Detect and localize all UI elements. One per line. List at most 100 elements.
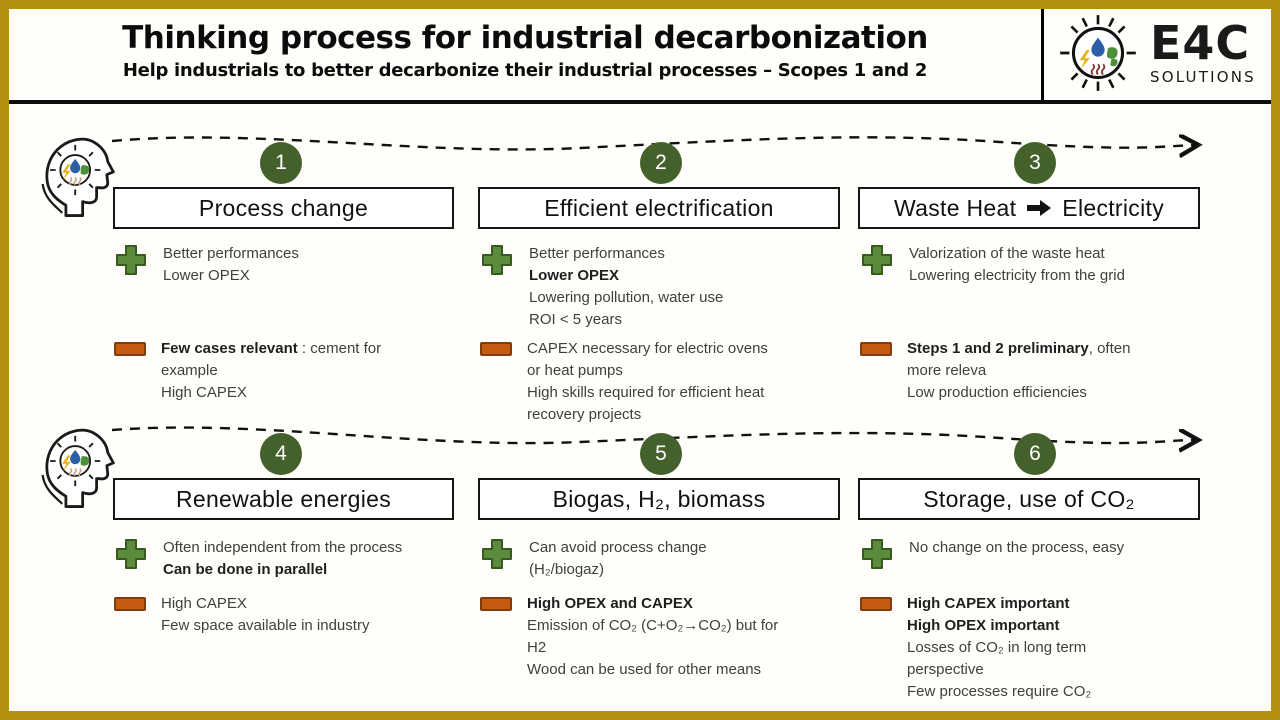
point-line: Few cases relevant : cement for: [161, 340, 382, 357]
sun-energy-icon: [1060, 15, 1136, 91]
pros-block-step6: No change on the process, easy: [860, 537, 1204, 571]
point-line: High OPEX important: [907, 617, 1060, 634]
cons-lines: CAPEX necessary for electric ovens or hea…: [527, 338, 852, 426]
point-line: H2: [527, 639, 547, 656]
point-line: Emission of CO₂ (C+O₂→CO₂) but for: [527, 617, 779, 634]
page-subtitle: Help industrials to better decarbonize t…: [122, 60, 928, 81]
point-line: more releva: [907, 362, 987, 379]
logo-brand: E4C: [1150, 16, 1251, 70]
minus-icon: [480, 342, 512, 356]
point-line: (H₂/biogaz): [529, 561, 605, 578]
point-line: or heat pumps: [527, 362, 623, 379]
step-number-badge: 4: [260, 433, 302, 475]
company-logo: E4C SOLUTIONS: [1052, 8, 1274, 98]
cons-lines: High OPEX and CAPEX Emission of CO₂ (C+O₂…: [527, 593, 852, 681]
minus-icon: [860, 597, 892, 611]
step-title-label: Process change: [198, 194, 369, 221]
cons-lines: High CAPEX Few space available in industr…: [161, 593, 425, 637]
pros-block-step5: Can avoid process change (H₂/biogaz): [480, 537, 852, 581]
step-title-efficient-electrification: Efficient electrification: [478, 187, 840, 229]
dashed-arrow-row1: [111, 137, 1196, 149]
point-line: Lower OPEX: [529, 267, 620, 284]
point-line: Low production efficiencies: [907, 384, 1087, 401]
step-title-process-change: Process change: [113, 187, 454, 229]
plus-icon: [862, 245, 892, 275]
point-line: ROI < 5 years: [529, 311, 622, 328]
point-line: High CAPEX: [161, 384, 247, 401]
step-title-label: Renewable energies: [175, 485, 392, 512]
thinking-head-icon: [41, 137, 115, 217]
point-line: Wood can be used for other means: [527, 661, 762, 678]
point-line: Better performances: [163, 245, 299, 262]
point-line: Lower OPEX: [163, 267, 250, 284]
step-number-badge: 3: [1014, 142, 1056, 184]
point-line: example: [161, 362, 218, 379]
point-line: Steps 1 and 2 preliminary, often: [907, 340, 1131, 357]
step-title-label: Electricity: [1062, 194, 1164, 221]
header-divider-vertical: [1041, 9, 1044, 101]
page-title: Thinking process for industrial decarbon…: [122, 20, 928, 56]
bold-right-arrow-icon: [1027, 200, 1052, 216]
step-title-renewable-energies: Renewable energies: [113, 478, 454, 520]
step-title-storage-use-of-co2: Storage, use of CO₂: [858, 478, 1200, 520]
cons-lines: Steps 1 and 2 preliminary, often more rel…: [907, 338, 1204, 404]
dashed-arrow-row2: [111, 426, 1196, 444]
cons-block-step4: High CAPEX Few space available in industr…: [114, 593, 425, 637]
pros-lines: No change on the process, easy: [909, 537, 1204, 559]
point-line: Lowering electricity from the grid: [909, 267, 1125, 284]
point-line: Few space available in industry: [161, 617, 370, 634]
step-title-label: Waste Heat: [893, 194, 1017, 221]
step-number-badge: 2: [640, 142, 682, 184]
pros-lines: Can avoid process change (H₂/biogaz): [529, 537, 852, 581]
point-line: High CAPEX: [161, 595, 247, 612]
point-line: High skills required for efficient heat: [527, 384, 765, 401]
header: Thinking process for industrial decarbon…: [10, 12, 1040, 81]
step-title-label: Biogas, H₂, biomass: [552, 485, 766, 512]
plus-icon: [482, 539, 512, 569]
minus-icon: [860, 342, 892, 356]
plus-icon: [116, 245, 146, 275]
plus-icon: [862, 539, 892, 569]
point-line: Better performances: [529, 245, 665, 262]
point-line: No change on the process, easy: [909, 539, 1125, 556]
step-number-badge: 6: [1014, 433, 1056, 475]
minus-icon: [114, 597, 146, 611]
minus-icon: [480, 597, 512, 611]
minus-icon: [114, 342, 146, 356]
cons-block-step3: Steps 1 and 2 preliminary, often more rel…: [860, 338, 1204, 404]
point-line: High OPEX and CAPEX: [527, 595, 693, 612]
logo-text: E4C SOLUTIONS: [1150, 20, 1256, 86]
point-line: perspective: [907, 661, 984, 678]
point-line: Lowering pollution, water use: [529, 289, 724, 306]
step-title-label: Efficient electrification: [544, 194, 774, 221]
step-title-biogas-h2-biomass: Biogas, H₂, biomass: [478, 478, 840, 520]
step-number-badge: 1: [260, 142, 302, 184]
point-line: recovery projects: [527, 406, 642, 423]
point-line: Can avoid process change: [529, 539, 707, 556]
step-title-waste-heat-electricity: Waste Heat Electricity: [858, 187, 1200, 229]
point-line: High CAPEX important: [907, 595, 1070, 612]
logo-tagline: SOLUTIONS: [1150, 68, 1256, 86]
plus-icon: [482, 245, 512, 275]
point-line: Few processes require CO₂: [907, 683, 1092, 700]
thinking-head-icon: [41, 428, 115, 508]
step-title-label: Storage, use of CO₂: [923, 485, 1135, 512]
point-line: Losses of CO₂ in long term: [907, 639, 1087, 656]
cons-block-step2: CAPEX necessary for electric ovens or hea…: [480, 338, 852, 426]
cons-block-step5: High OPEX and CAPEX Emission of CO₂ (C+O₂…: [480, 593, 852, 681]
point-line: CAPEX necessary for electric ovens: [527, 340, 768, 357]
header-divider-horizontal: [0, 100, 1280, 104]
